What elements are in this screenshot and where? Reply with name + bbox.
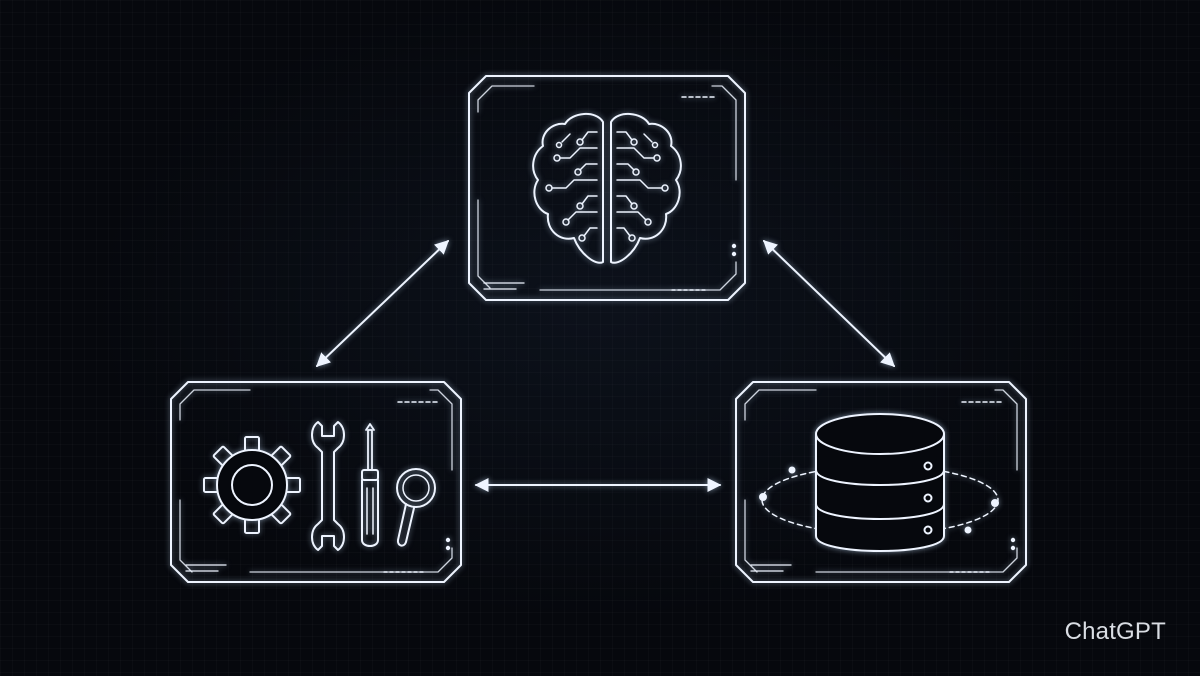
tools-panel	[170, 381, 462, 583]
database-orbit-icon	[759, 413, 999, 552]
gear-icon	[203, 436, 301, 534]
brain-panel	[468, 75, 746, 301]
screwdriver-icon	[361, 423, 379, 547]
brain-circuit-icon	[532, 113, 682, 264]
wrench-icon	[311, 421, 345, 551]
database-panel	[735, 381, 1027, 583]
chatgpt-watermark: ChatGPT	[1064, 618, 1166, 645]
arrow-brain-database	[762, 240, 896, 367]
magnifier-icon	[396, 468, 436, 547]
connection-arrows	[315, 240, 896, 492]
arrow-brain-tools	[315, 240, 450, 367]
